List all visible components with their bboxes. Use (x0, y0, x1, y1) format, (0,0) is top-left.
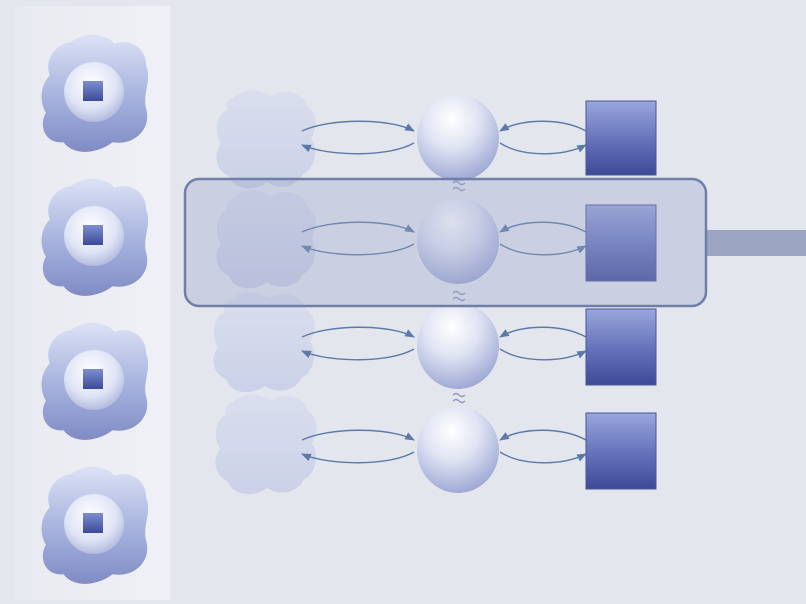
arrow-square-to-sphere (499, 326, 587, 338)
output-connector (706, 230, 806, 256)
squiggle-2b (452, 296, 466, 302)
core-square (83, 225, 103, 245)
cloud-node-1 (216, 90, 316, 189)
arrow-square-to-sphere (499, 429, 587, 441)
arrow-sphere-to-square (499, 348, 587, 361)
arrow-sphere-to-cloud (301, 451, 415, 464)
arrow-cloud-to-sphere (301, 429, 415, 441)
core-square (83, 81, 103, 101)
sphere-node-1 (417, 95, 499, 181)
highlight-box (183, 177, 708, 308)
left-cell-node-1 (41, 34, 149, 152)
cloud-node-4 (215, 394, 317, 495)
left-cell-node-3 (41, 322, 149, 440)
squiggle-1a (452, 180, 466, 186)
arrow-cloud-to-sphere (301, 326, 415, 338)
arrow-square-to-sphere (499, 221, 587, 233)
left-cell-node-2 (41, 178, 149, 296)
sphere-node-2 (417, 198, 499, 284)
row-4 (301, 407, 657, 493)
sphere-connectors (452, 180, 466, 404)
square-node-4 (585, 412, 657, 490)
squiggle-2a (452, 290, 466, 296)
square-node-1 (585, 100, 657, 176)
core-square (83, 513, 103, 533)
sphere-node-4 (417, 407, 499, 493)
row-2 (301, 198, 657, 284)
left-cell-node-4 (41, 466, 149, 584)
arrow-sphere-to-square (499, 451, 587, 464)
arrow-sphere-to-cloud (301, 142, 415, 155)
row-1 (301, 95, 657, 181)
arrow-cloud-to-sphere (301, 221, 415, 233)
core-square (83, 369, 103, 389)
squiggle-3a (452, 392, 466, 398)
square-node-2 (585, 204, 657, 282)
squiggle-3b (452, 398, 466, 404)
row-3 (301, 303, 657, 389)
arrow-sphere-to-cloud (301, 243, 415, 256)
arrow-sphere-to-square (499, 243, 587, 256)
sphere-node-3 (417, 303, 499, 389)
cloud-node-3 (213, 292, 315, 393)
square-node-3 (585, 308, 657, 386)
left-node-column (41, 34, 149, 584)
arrow-square-to-sphere (499, 120, 587, 132)
arrow-sphere-to-square (499, 142, 587, 155)
arrow-cloud-to-sphere (301, 120, 415, 132)
squiggle-1b (452, 186, 466, 192)
arrow-sphere-to-cloud (301, 348, 415, 361)
